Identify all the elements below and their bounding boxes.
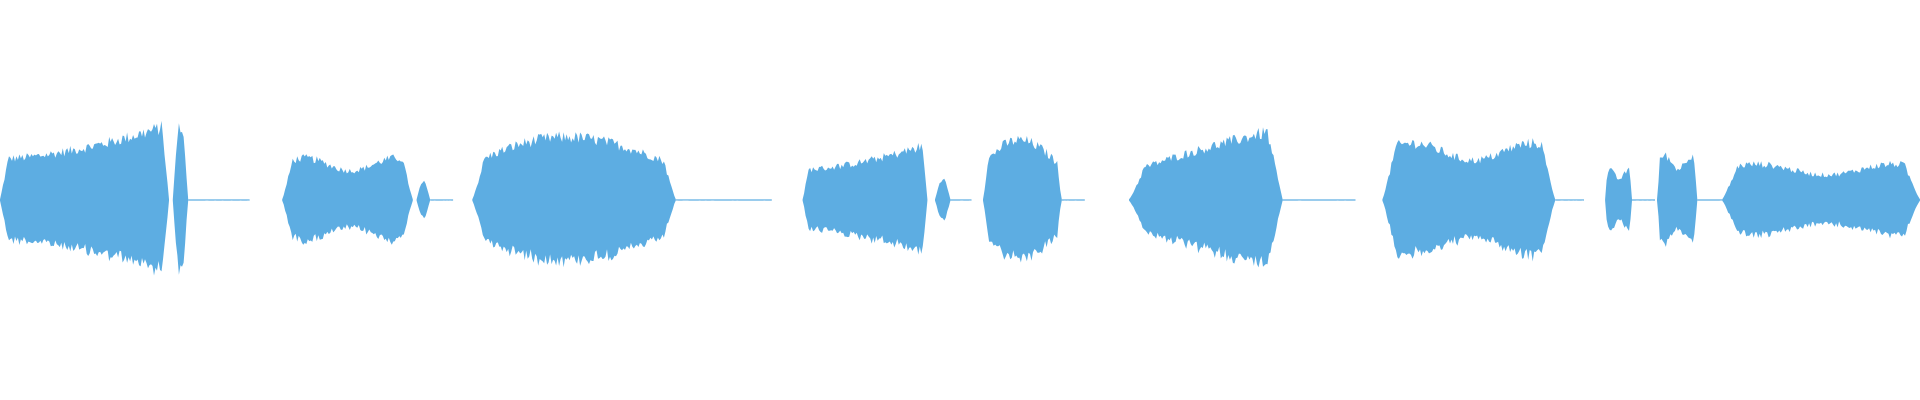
waveform-segment: [1697, 199, 1723, 201]
waveform-segment: [472, 131, 676, 268]
waveform-segment: [0, 120, 169, 276]
waveform-segment: [1555, 199, 1584, 201]
waveform-segments: [0, 120, 1920, 276]
waveform-segment: [950, 199, 972, 201]
waveform-segment: [1129, 127, 1283, 268]
waveform-segment: [416, 180, 431, 219]
waveform-segment: [282, 154, 413, 245]
waveform-segment: [935, 178, 951, 221]
waveform-segment: [675, 199, 772, 201]
waveform-segment: [1061, 199, 1085, 201]
waveform-segment: [1657, 152, 1698, 247]
waveform-segment: [1605, 167, 1632, 231]
waveform-segment: [430, 199, 454, 201]
waveform-segment: [802, 143, 928, 255]
waveform-segment: [1632, 199, 1655, 201]
waveform-segment: [1282, 199, 1356, 201]
waveform-segment: [172, 123, 189, 275]
waveform-segment: [1722, 160, 1920, 239]
waveform-segment: [1382, 138, 1556, 262]
waveform-segment: [188, 199, 250, 201]
waveform-segment: [983, 135, 1062, 263]
